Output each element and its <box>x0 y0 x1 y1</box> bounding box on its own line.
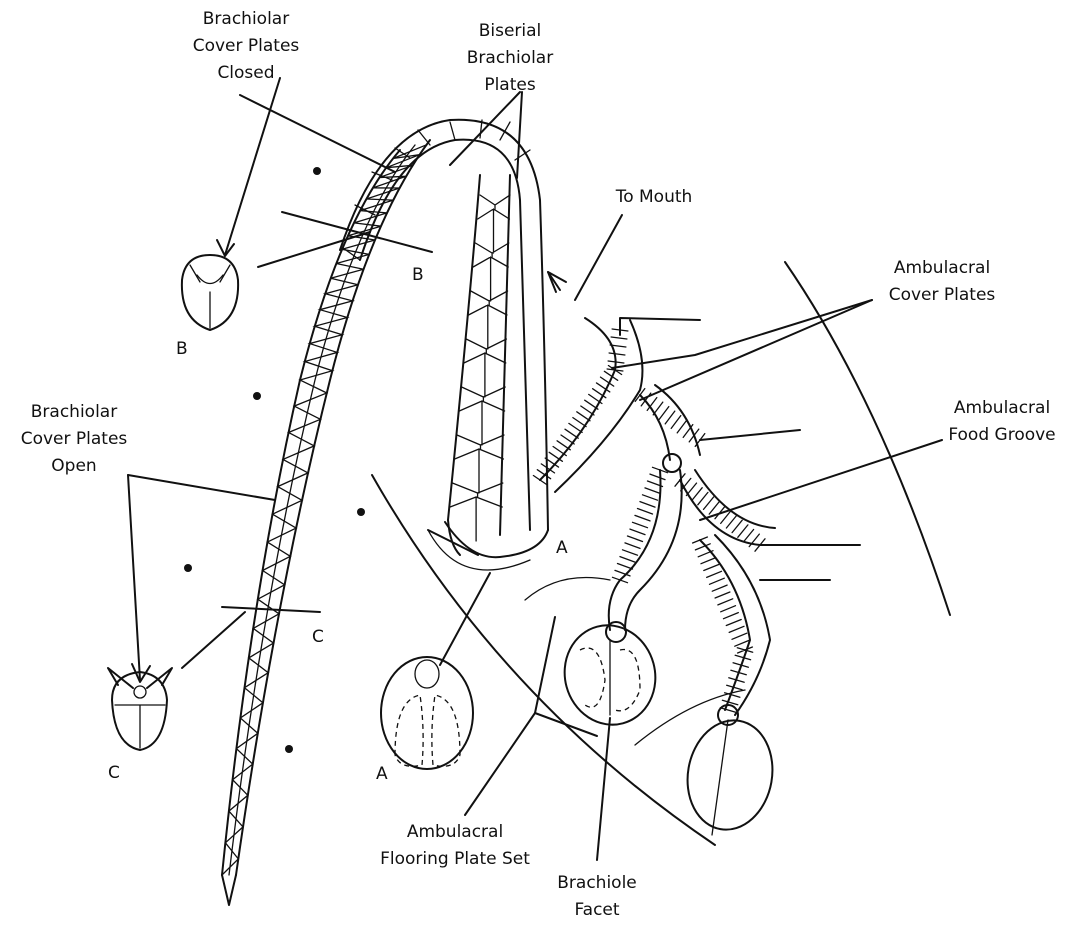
section-b-closed <box>182 255 238 330</box>
label-ambulacral-flooring-plate-set: Ambulacral Flooring Plate Set <box>380 822 530 869</box>
letter-c-cut: C <box>312 627 324 647</box>
svg-text:Cover Plates: Cover Plates <box>889 285 996 305</box>
svg-text:Cover Plates: Cover Plates <box>193 36 300 56</box>
brachiole-open <box>222 140 430 905</box>
svg-text:Ambulacral: Ambulacral <box>407 822 503 842</box>
svg-text:Facet: Facet <box>574 900 619 920</box>
svg-text:Flooring Plate Set: Flooring Plate Set <box>380 849 530 869</box>
svg-text:Brachiole: Brachiole <box>557 873 637 893</box>
letter-c-section: C <box>108 763 120 783</box>
label-brachiolar-cover-open: Brachiolar Cover Plates Open <box>21 402 128 476</box>
brachiole-biserial <box>340 120 548 570</box>
svg-text:Brachiolar: Brachiolar <box>467 48 553 68</box>
label-to-mouth: To Mouth <box>615 187 693 207</box>
letter-a-section: A <box>376 764 388 784</box>
section-a-facet <box>381 657 473 769</box>
label-ambulacral-cover-plates: Ambulacral Cover Plates <box>889 258 996 305</box>
svg-text:Food Groove: Food Groove <box>948 425 1055 445</box>
svg-text:Brachiolar: Brachiolar <box>203 9 289 29</box>
label-brachiole-facet: Brachiole Facet <box>557 873 637 920</box>
svg-text:Open: Open <box>51 456 96 476</box>
svg-text:Closed: Closed <box>217 63 274 83</box>
svg-text:Ambulacral: Ambulacral <box>954 398 1050 418</box>
letter-b-cut: B <box>412 265 424 285</box>
letter-a-cut: A <box>556 538 568 558</box>
label-brachiolar-cover-closed: Brachiolar Cover Plates Closed <box>193 9 300 83</box>
svg-text:Biserial: Biserial <box>479 21 542 41</box>
svg-text:Ambulacral: Ambulacral <box>894 258 990 278</box>
theca-outer-arc <box>785 262 950 615</box>
leader-lines <box>128 78 942 860</box>
flooring-plate-suture-1 <box>525 578 610 601</box>
label-biserial-brachiolar-plates: Biserial Brachiolar Plates <box>467 21 553 95</box>
letter-b-section: B <box>176 339 188 359</box>
ambulacra-branches <box>533 318 860 725</box>
svg-text:Cover Plates: Cover Plates <box>21 429 128 449</box>
label-ambulacral-food-groove: Ambulacral Food Groove <box>948 398 1055 445</box>
svg-text:Plates: Plates <box>484 75 536 95</box>
svg-text:Brachiolar: Brachiolar <box>31 402 117 422</box>
